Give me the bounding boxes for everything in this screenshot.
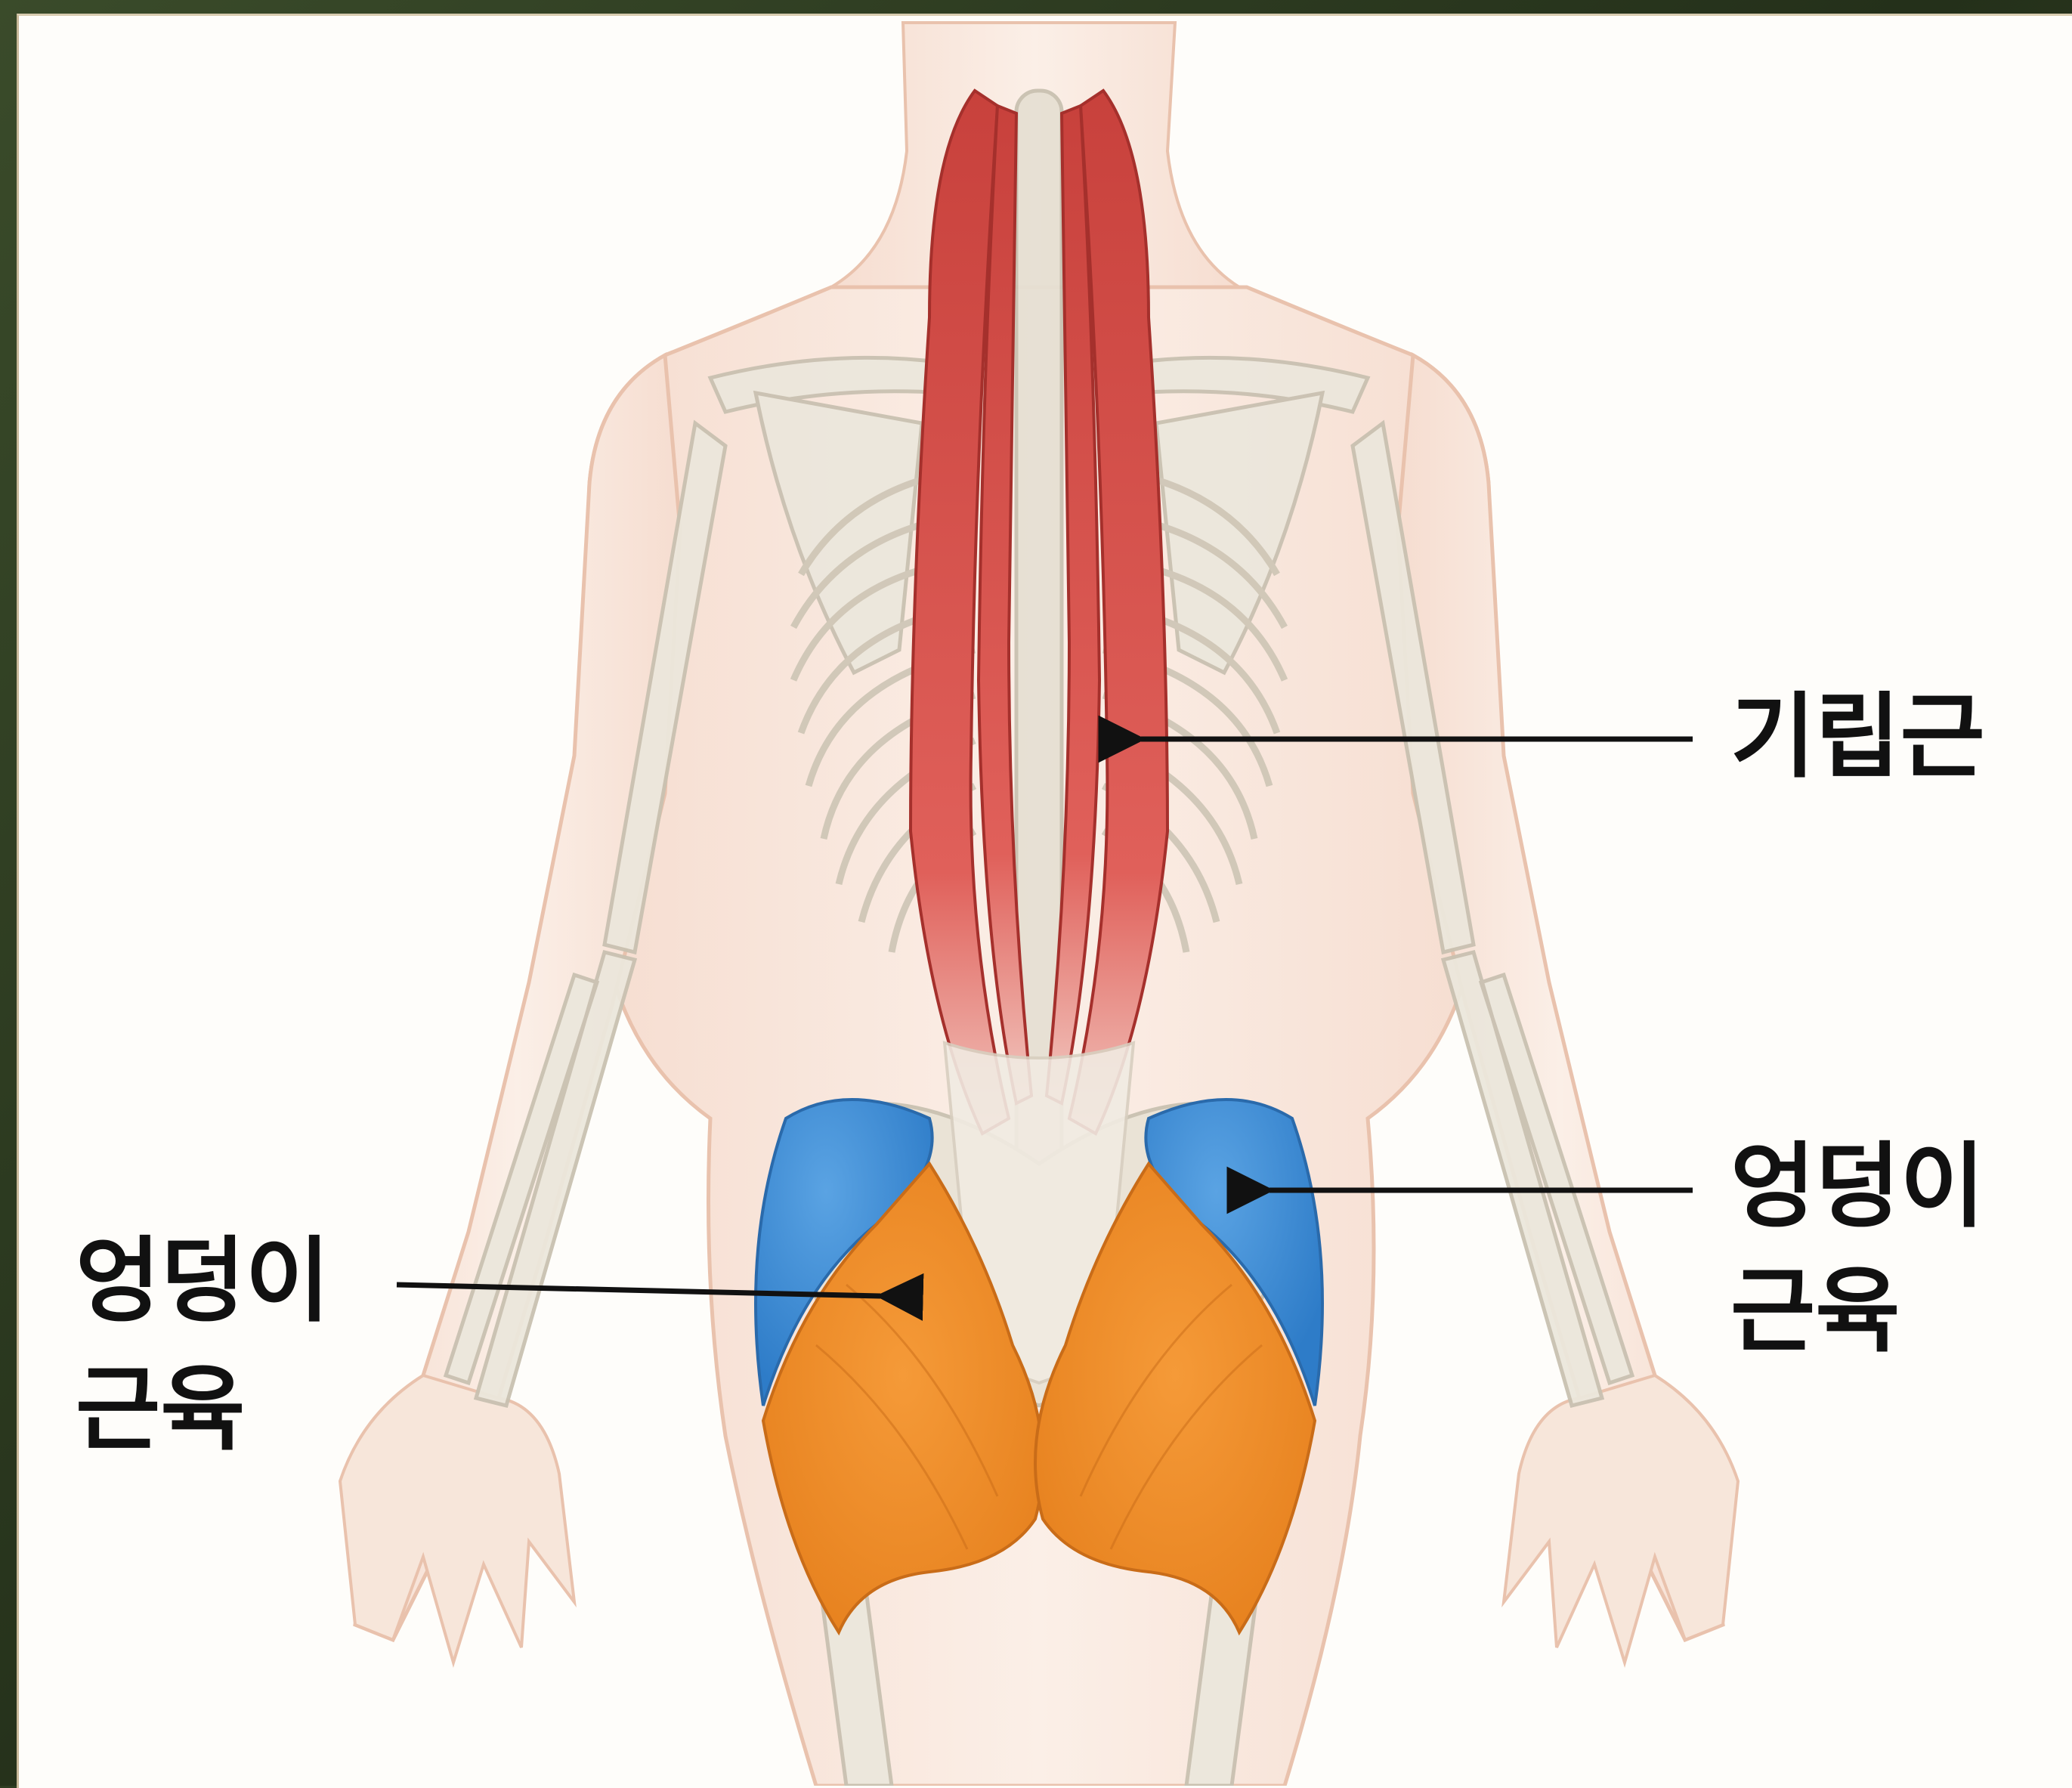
- erector-label: 기립근: [1730, 680, 1985, 793]
- right-hand: [1504, 1375, 1738, 1663]
- glute-right-label-line1: 엉덩이: [1730, 1130, 1985, 1243]
- left-hand: [340, 1375, 574, 1663]
- glute-left-label-line2: 근육: [76, 1353, 245, 1466]
- glute-left-label-line1: 엉덩이: [76, 1224, 330, 1338]
- glute-right-label-line2: 근육: [1730, 1254, 1900, 1368]
